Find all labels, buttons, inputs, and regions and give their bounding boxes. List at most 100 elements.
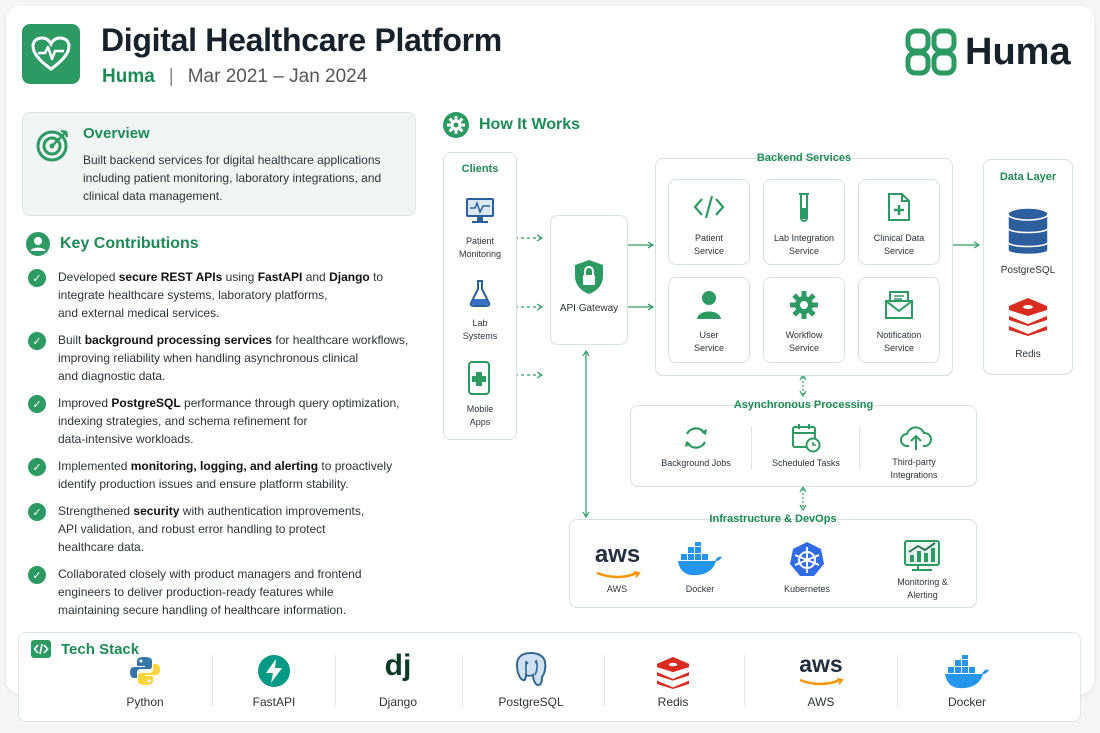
contribution-text: Improved PostgreSQL performance through … xyxy=(58,396,400,446)
heart-pulse-icon xyxy=(22,24,80,84)
page-title: Digital Healthcare Platform xyxy=(101,22,502,58)
overview-panel: Overview Built backend services for digi… xyxy=(22,112,416,216)
clinical-data-service: Clinical Data Service xyxy=(858,179,940,265)
user-icon xyxy=(26,232,50,256)
tech-stack-heading: Tech Stack xyxy=(61,640,140,658)
user-service: User Service xyxy=(668,277,750,363)
tech-stack-panel: Tech Stack Python FastAPI dj Django Post… xyxy=(18,632,1081,722)
calendar-clock-icon xyxy=(792,424,821,453)
contributions-list: ✓ Developed secure REST APIs using FastAP… xyxy=(28,268,413,628)
infra-label: Docker xyxy=(685,584,715,594)
service-label: Notification Service xyxy=(876,330,922,353)
check-icon: ✓ xyxy=(28,395,46,413)
company-name: Huma xyxy=(102,66,155,87)
contribution-item: ✓ Improved PostgreSQL performance through… xyxy=(28,394,413,448)
api-gateway-label: API Gateway xyxy=(559,303,619,314)
tech-divider xyxy=(462,655,463,707)
lab-integration-service: Lab Integration Service xyxy=(763,179,845,265)
python-icon xyxy=(130,657,160,685)
redis-icon xyxy=(1009,298,1047,336)
employment-period: Mar 2021 – Jan 2024 xyxy=(187,66,368,87)
database-icon xyxy=(1007,207,1049,256)
async-label: Third-party Integrations xyxy=(890,457,938,480)
async-title: Asynchronous Processing xyxy=(733,399,874,411)
client-label: Lab Systems xyxy=(462,318,498,341)
cloud-upload-icon xyxy=(900,426,932,450)
check-icon: ✓ xyxy=(28,566,46,584)
tech-label: AWS xyxy=(807,695,835,709)
service-label: Clinical Data Service xyxy=(873,233,925,256)
overview-heading: Overview xyxy=(83,125,150,142)
tech-stack-header: Tech Stack xyxy=(31,640,139,658)
flask-icon xyxy=(469,280,491,307)
brand-name: Huma xyxy=(965,30,1071,73)
notification-service: Notification Service xyxy=(858,277,940,363)
target-icon xyxy=(35,127,71,168)
contribution-item: ✓Collaborated closely with product manag… xyxy=(28,565,413,619)
how-it-works-heading: How It Works xyxy=(479,116,581,133)
contributions-header: Key Contributions xyxy=(26,232,199,256)
contributions-heading: Key Contributions xyxy=(60,235,199,252)
tech-divider xyxy=(897,655,898,707)
test-tube-icon xyxy=(799,193,809,222)
check-icon: ✓ xyxy=(28,269,46,287)
async-label: Scheduled Tasks xyxy=(772,458,840,468)
tech-divider xyxy=(744,655,745,707)
contribution-item: ✓Implemented monitoring, logging, and al… xyxy=(28,457,413,493)
service-label: Patient Service xyxy=(693,233,724,256)
infra-label: Kubernetes xyxy=(783,584,831,594)
contribution-text: Strengthened security with authenticatio… xyxy=(58,504,365,554)
api-gateway: API Gateway xyxy=(550,215,628,345)
infra-label: Monitoring & Alerting xyxy=(897,577,948,600)
subtitle-separator: | xyxy=(168,66,174,87)
huma-logo-icon xyxy=(905,28,957,76)
data-store-label: Redis xyxy=(1015,349,1041,360)
django-logo-icon: dj xyxy=(384,649,412,682)
mobile-health-icon xyxy=(468,361,490,395)
check-icon: ✓ xyxy=(28,332,46,350)
tech-divider xyxy=(212,655,213,707)
clients-title: Clients xyxy=(461,163,499,175)
contribution-text: Developed secure REST APIs using FastAPI… xyxy=(58,270,384,320)
tech-label: Redis xyxy=(657,695,689,709)
refresh-icon xyxy=(685,427,707,449)
code-icon xyxy=(693,195,725,219)
infrastructure-group: Infrastructure & DevOps aws AWS Docker K… xyxy=(569,513,977,608)
cog-icon xyxy=(790,291,818,319)
code-brackets-icon xyxy=(31,640,51,658)
how-it-works-header: How It Works xyxy=(443,112,580,138)
tech-label: PostgreSQL xyxy=(498,695,564,709)
patient-service: Patient Service xyxy=(668,179,750,265)
tech-label: Python xyxy=(126,695,164,709)
mail-icon xyxy=(885,291,913,319)
overview-text: Built backend services for digital healt… xyxy=(83,153,382,203)
aws-logo-icon: aws xyxy=(791,653,851,689)
tech-label: FastAPI xyxy=(252,695,296,709)
aws-logo-text: aws xyxy=(799,651,843,677)
tech-divider xyxy=(604,655,605,707)
async-label: Background Jobs xyxy=(661,458,731,468)
data-layer-group: Data Layer PostgreSQL Redis xyxy=(983,159,1073,375)
tech-label: Docker xyxy=(947,695,986,709)
kubernetes-icon xyxy=(790,542,824,576)
aws-logo-text: aws xyxy=(594,541,641,568)
monitor-icon xyxy=(466,198,494,223)
workflow-service: Workflow Service xyxy=(763,277,845,363)
tech-label: Django xyxy=(378,695,418,709)
docker-icon xyxy=(678,542,722,576)
document-plus-icon xyxy=(888,193,910,221)
person-icon xyxy=(697,291,721,319)
aws-logo-icon: aws xyxy=(590,541,645,584)
monitoring-chart-icon xyxy=(904,540,940,571)
service-label: Lab Integration Service xyxy=(773,233,835,256)
client-label: Mobile Apps xyxy=(466,404,494,427)
contribution-text: Built background processing services for… xyxy=(58,333,409,383)
fastapi-icon xyxy=(258,655,290,687)
backend-title: Backend Services xyxy=(756,152,852,164)
contribution-item: ✓ Built background processing services fo… xyxy=(28,331,413,385)
service-label: Workflow Service xyxy=(785,330,823,353)
postgresql-icon xyxy=(515,651,547,687)
infra-label: AWS xyxy=(606,584,628,594)
check-icon: ✓ xyxy=(28,503,46,521)
